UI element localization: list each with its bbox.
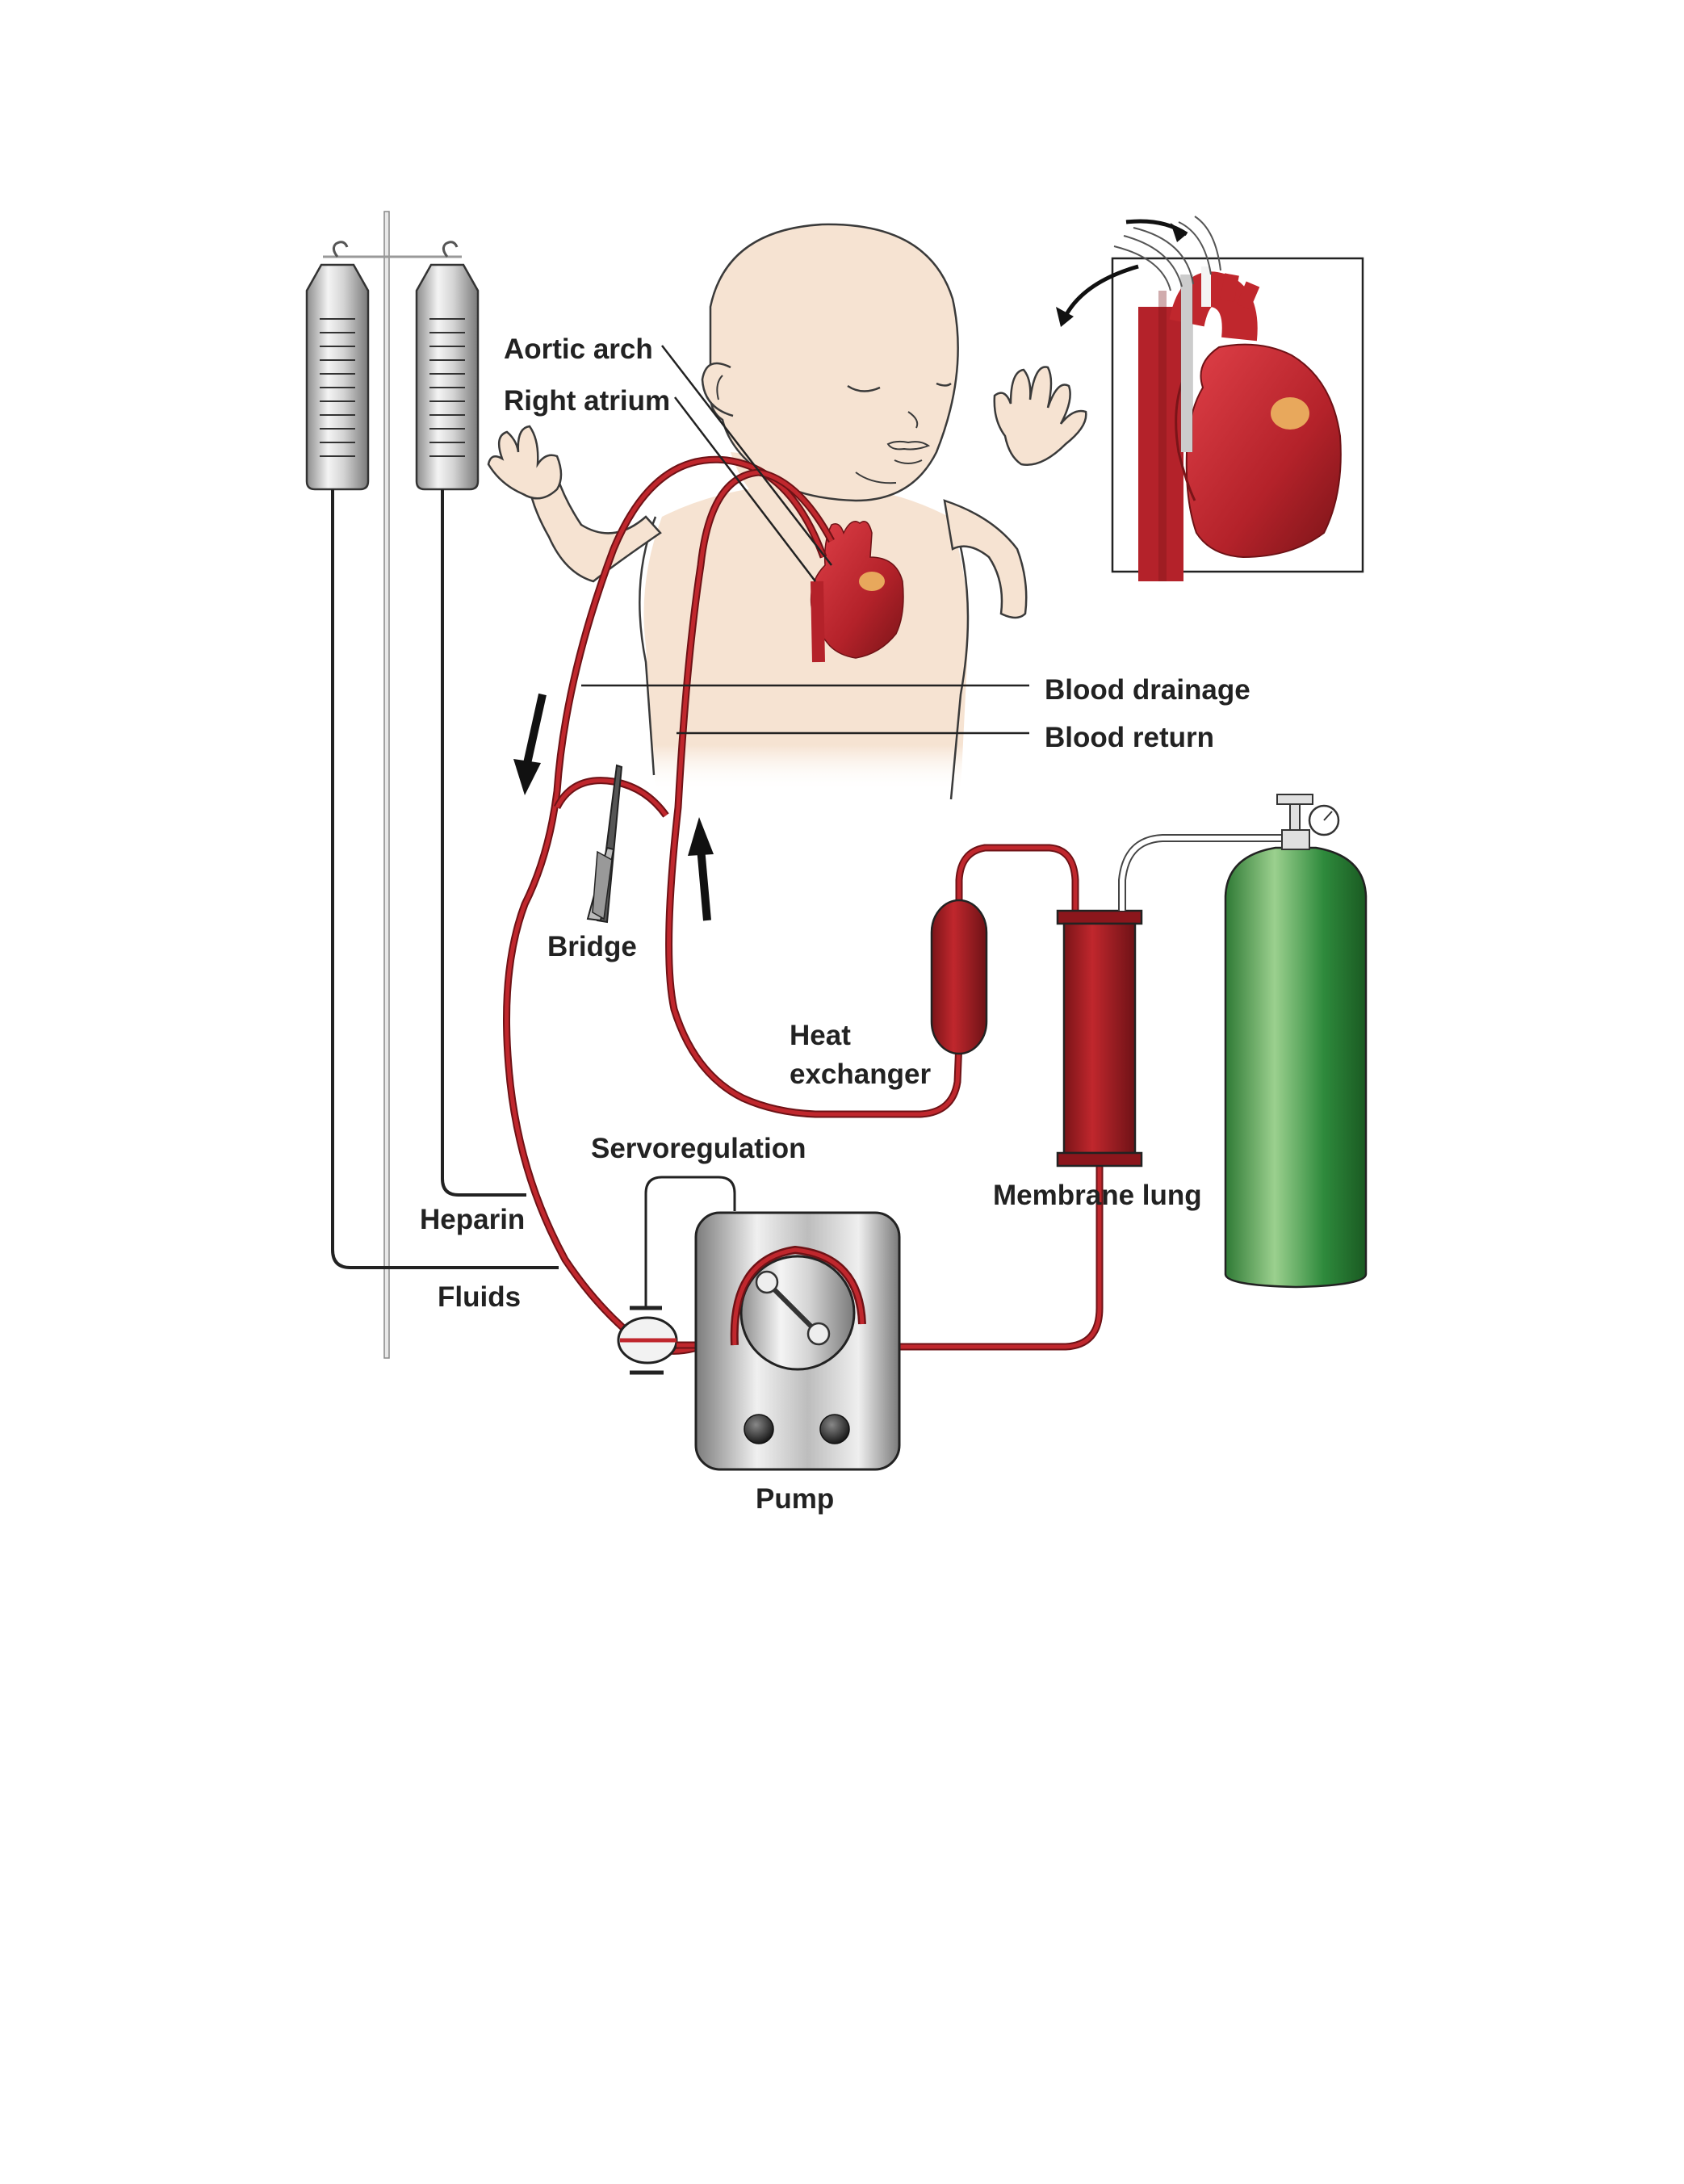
iv-bag-icon (415, 241, 480, 491)
membrane-lung-icon (1056, 909, 1143, 1167)
heat-exchanger-icon (930, 899, 988, 1055)
clamp-icon (586, 764, 623, 924)
fluids-line (331, 489, 559, 1269)
label-membrane-lung: Membrane lung (993, 1180, 1202, 1211)
label-right-atrium: Right atrium (504, 385, 670, 417)
servoregulation-sensor (617, 1176, 736, 1375)
flow-arrow-icon (1125, 219, 1188, 242)
label-blood-return: Blood return (1045, 722, 1214, 753)
flow-arrow-icon (513, 693, 547, 795)
label-fluids: Fluids (438, 1281, 521, 1313)
leader-lines (581, 345, 1029, 735)
label-heparin: Heparin (420, 1204, 525, 1235)
flow-arrow-icon (688, 817, 714, 921)
label-heat-exchanger-line2: exchanger (790, 1058, 931, 1090)
flow-arrow-icon (1056, 264, 1139, 327)
blood-drainage-tubing (503, 455, 827, 1355)
iv-pole (323, 211, 462, 1359)
pump-icon (694, 1211, 901, 1471)
oxygen-tank-icon (1224, 794, 1368, 1289)
label-aortic-arch: Aortic arch (504, 333, 653, 365)
label-heat-exchanger-line1: Heat (790, 1020, 851, 1051)
blood-return-tubing (665, 468, 963, 1118)
label-blood-drainage: Blood drainage (1045, 674, 1250, 706)
label-servoregulation: Servoregulation (591, 1133, 806, 1164)
lung-to-heat-exchanger-tubing (955, 844, 1079, 912)
label-pump: Pump (756, 1483, 834, 1515)
infant-figure (487, 223, 1087, 800)
label-bridge: Bridge (547, 931, 637, 962)
cannulation-inset (1111, 216, 1364, 581)
heparin-line (441, 489, 526, 1197)
heart-icon (810, 521, 904, 663)
iv-bag-icon (305, 241, 370, 491)
